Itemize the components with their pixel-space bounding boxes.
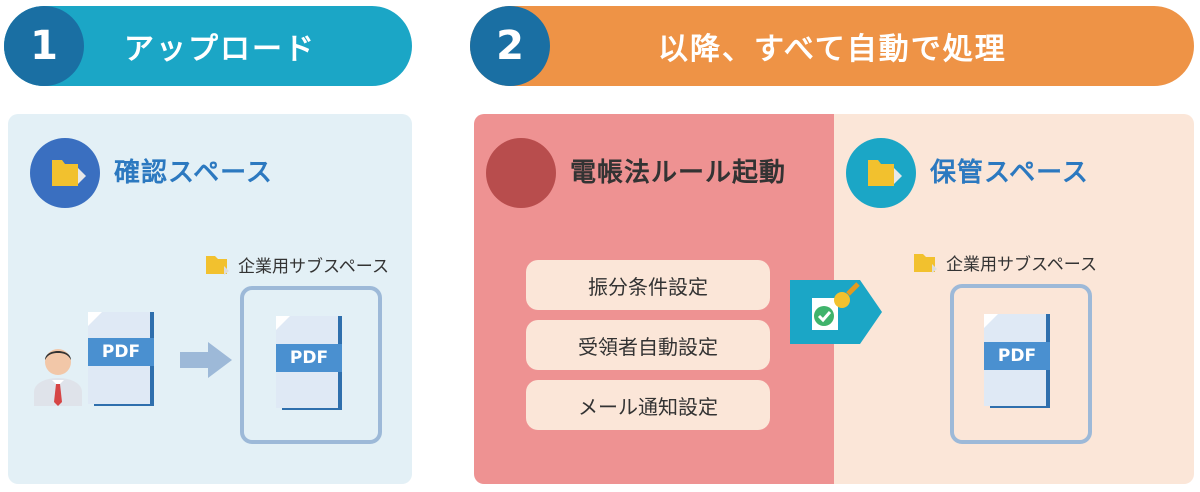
folder-icon bbox=[846, 138, 916, 208]
small-folder-icon bbox=[914, 253, 937, 273]
subspace-label: 企業用サブスペース bbox=[204, 252, 389, 277]
rule-circle-icon bbox=[486, 138, 556, 208]
step-1-number: 1 bbox=[4, 6, 84, 86]
storage-space-title: 保管スペース bbox=[930, 158, 1089, 188]
arrow-right-icon bbox=[180, 342, 232, 382]
step-2-banner: 2 以降、すべて自動で処理 bbox=[470, 6, 1194, 86]
subspace-label-text: 企業用サブスペース bbox=[946, 255, 1097, 275]
storage-space-panel: 保管スペース 企業用サブスペース PDF bbox=[834, 114, 1194, 484]
setting-mail-notification: メール通知設定 bbox=[526, 380, 770, 430]
step-2-label: 以降、すべて自動で処理 bbox=[658, 32, 1007, 67]
small-folder-icon bbox=[206, 255, 229, 275]
confirm-space-title: 確認スペース bbox=[114, 158, 273, 188]
pdf-document-icon: PDF bbox=[88, 312, 168, 410]
subspace-box: PDF bbox=[240, 286, 382, 444]
rule-panel-title: 電帳法ルール起動 bbox=[570, 158, 787, 188]
subspace-label: 企業用サブスペース bbox=[912, 250, 1097, 275]
pdf-document-icon: PDF bbox=[984, 314, 1058, 412]
step-1-label: アップロード bbox=[124, 32, 316, 67]
subspace-label-text: 企業用サブスペース bbox=[238, 257, 389, 277]
confirm-space-panel: 確認スペース 企業用サブスペース PDF bbox=[8, 114, 412, 484]
setting-sort-conditions: 振分条件設定 bbox=[526, 260, 770, 310]
pdf-label: PDF bbox=[289, 348, 329, 368]
pdf-document-icon: PDF bbox=[276, 316, 350, 414]
folder-icon bbox=[30, 138, 100, 208]
pdf-label: PDF bbox=[101, 342, 141, 362]
pdf-label: PDF bbox=[997, 346, 1037, 366]
setting-recipient-auto: 受領者自動設定 bbox=[526, 320, 770, 370]
rule-panel: 電帳法ルール起動 振分条件設定 受領者自動設定 メール通知設定 bbox=[474, 114, 834, 484]
subspace-box: PDF bbox=[950, 284, 1092, 444]
user-avatar-icon bbox=[30, 338, 86, 410]
step-2-number: 2 bbox=[470, 6, 550, 86]
step-1-banner: 1 アップロード bbox=[4, 6, 412, 86]
document-check-transfer-icon bbox=[790, 280, 884, 348]
